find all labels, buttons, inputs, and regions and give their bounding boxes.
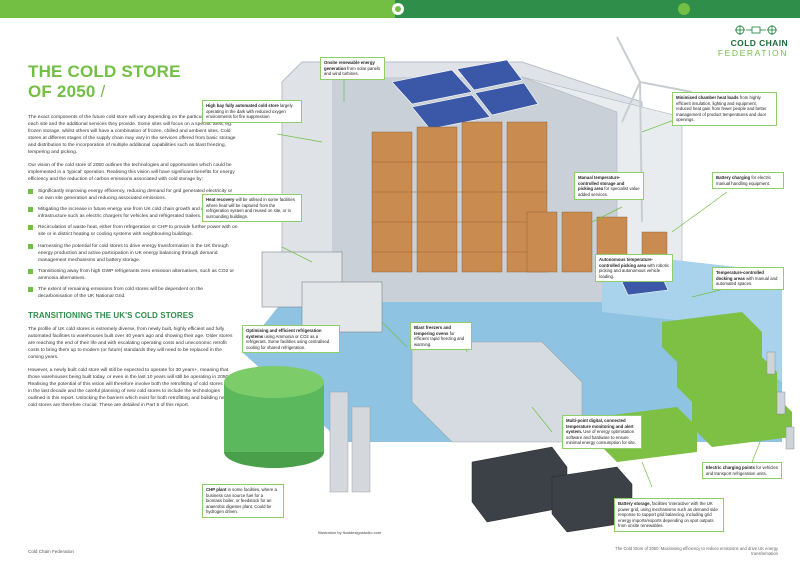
racking-grid-lines — [372, 161, 547, 253]
section-paragraph-1: The profile of UK cold stores is extreme… — [28, 326, 233, 360]
bullet-square-icon — [28, 243, 33, 249]
footer-right: The Cold Store of 2050: Maximising effic… — [615, 546, 778, 557]
list-item: Harnessing the potential for cold stores… — [28, 243, 238, 264]
list-item: Recirculation of waste heat, either from… — [28, 224, 238, 238]
callout-onsite-renewables: Onsite renewable energy generation from … — [320, 57, 385, 80]
callout-monitoring: Multi-point digital, connected temperatu… — [562, 415, 642, 449]
callout-heat-recovery: Heat recovery will be utilised in some f… — [202, 194, 302, 223]
solar-panel-array — [391, 59, 669, 296]
illustration-credit: Illustration by fluiddesignstudio.com — [318, 530, 382, 535]
control-room — [411, 341, 583, 443]
callout-electric-charging: Electric charging points for vehicles an… — [702, 462, 782, 480]
callout-battery-charging: Battery charging for electric manual han… — [712, 172, 784, 190]
bullet-square-icon — [28, 225, 33, 231]
left-column: THE COLD STORE OF 2050 / The exact compo… — [28, 62, 238, 409]
snowflake-chain-logo-icon — [735, 25, 777, 35]
top-bar — [0, 0, 800, 18]
callout-docking-areas: Temperature-controlled docking areas wit… — [712, 267, 784, 290]
bullet-square-icon — [28, 189, 33, 194]
list-item: Transitioning away from high GWP refrige… — [28, 268, 238, 282]
callout-refrigeration-systems: Optimising and efficient refrigeration s… — [242, 325, 340, 354]
page-title: THE COLD STORE OF 2050 / — [28, 62, 238, 102]
electric-vans — [597, 312, 792, 462]
logo-text-primary: COLD CHAIN — [730, 38, 788, 48]
cold-store-drawing — [224, 36, 795, 533]
chp-plant — [224, 366, 371, 493]
refrigeration-units — [261, 251, 383, 333]
list-item: Significantly improving energy efficienc… — [28, 188, 238, 202]
callout-chp-plant: CHP plant in some facilities, where a bu… — [202, 484, 284, 518]
bullet-square-icon — [28, 207, 33, 213]
logo-text-secondary: FEDERATION — [717, 48, 788, 58]
intro-paragraph-1: The exact components of the future cold … — [28, 115, 236, 155]
battery-storage-containers — [471, 446, 633, 533]
callout-blast-freezers: Blast freezers and tempering ovens for e… — [410, 322, 472, 351]
intro-paragraph-2: Our vision of the cold store of 2050 out… — [28, 163, 235, 182]
section-paragraph-2: However, a newly built cold store will s… — [28, 367, 233, 408]
list-item: Mitigating the increase in future energy… — [28, 206, 238, 220]
callout-minimised-heat: Minimised chamber heat loads from highly… — [672, 92, 777, 126]
callout-autonomous-picking: Autonomous temperature-controlled pickin… — [595, 254, 673, 283]
benefit-list: Significantly improving energy efficienc… — [28, 188, 238, 300]
page-title-line1: THE COLD STORE — [28, 62, 181, 81]
list-item: The extent of remaining emissions from c… — [28, 286, 238, 300]
callout-high-bay: High bay fully automated cold store larg… — [202, 100, 302, 123]
bullet-square-icon — [28, 268, 33, 274]
bullet-square-icon — [28, 286, 33, 292]
section-heading: TRANSITIONING THE UK'S COLD STORES — [28, 310, 194, 320]
top-bar-dot-right-icon — [678, 3, 690, 15]
cold-store-illustration: Onsite renewable energy generation from … — [202, 22, 800, 542]
callout-manual-picking: Manual temperature-controlled storage an… — [574, 172, 644, 201]
ev-chargers — [766, 351, 795, 450]
page-title-line2: OF 2050 — [28, 82, 96, 101]
callout-battery-storage: Battery storage, facilities 'interactive… — [614, 498, 724, 532]
title-slash: / — [100, 82, 106, 101]
footer-left: Cold Chain Federation — [28, 549, 74, 554]
top-bar-accent — [0, 0, 395, 18]
top-bar-dot-icon — [392, 3, 404, 15]
